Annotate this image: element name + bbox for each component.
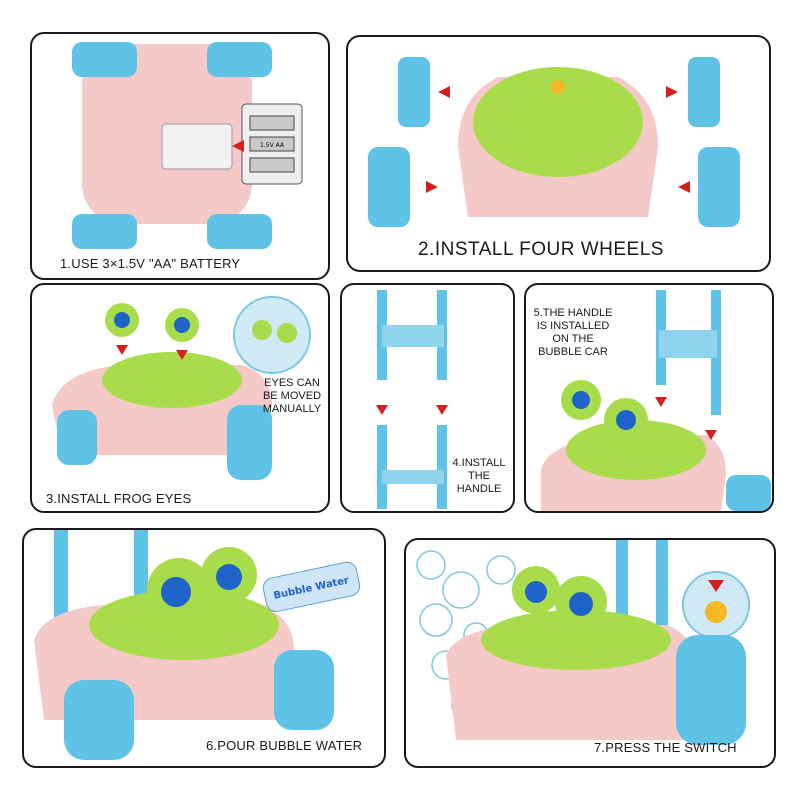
wheel-front [274, 650, 334, 730]
zoom-circle [233, 296, 311, 374]
frog-pupil-right [216, 564, 242, 590]
zoom-frog-eye [252, 320, 272, 340]
red-arrow-icon [376, 405, 388, 415]
step-5-caption-line: BUBBLE CAR [538, 346, 608, 358]
red-arrow-icon [436, 405, 448, 415]
switch-button [705, 601, 727, 623]
eyes-note-line: MANUALLY [262, 403, 322, 415]
battery-install-illustration: 1.5V AA [72, 42, 303, 249]
handle-bar-right [134, 530, 148, 600]
frog-top [102, 352, 242, 408]
step-2-caption: 2.INSTALL FOUR WHEELS [418, 239, 664, 260]
handle-crossbar [382, 325, 444, 347]
step-5-panel: 5.THE HANDLE IS INSTALLED ON THE BUBBLE … [524, 283, 774, 513]
red-arrow-icon [666, 86, 678, 98]
frog-pupil-left [525, 581, 547, 603]
handle-lower-left [377, 425, 387, 509]
frog-pupil-right [616, 410, 636, 430]
step-1-panel: 1.5V AA 1.USE 3×1.5V "AA" BATTERY [30, 32, 330, 280]
wheel-bottom-right [207, 214, 272, 249]
handle-on-car-illustration [541, 290, 771, 511]
red-arrow-icon [655, 397, 667, 407]
step-6-caption: 6.POUR BUBBLE WATER [206, 738, 363, 753]
frog-top [473, 67, 643, 177]
battery-cell-3 [249, 157, 295, 173]
handle-lower-right [437, 425, 447, 509]
bubble [442, 571, 480, 609]
press-switch-illustration [416, 540, 750, 745]
wheel-bottom-right [698, 147, 740, 227]
bubble [416, 550, 446, 580]
wheel-front [227, 405, 272, 480]
frog-pupil-left [114, 312, 130, 328]
battery-cell-2 [249, 136, 295, 152]
step-7-caption: 7.PRESS THE SWITCH [594, 740, 737, 755]
wheel-bottom-left [72, 214, 137, 249]
wheel-front [676, 635, 746, 745]
step-3-panel: EYES CAN BE MOVED MANUALLY 3.INSTALL FRO… [30, 283, 330, 513]
red-arrow-icon [116, 345, 128, 355]
wheel-top-left [398, 57, 430, 127]
wheel-bottom-left [368, 147, 410, 227]
step-4-panel: 4.INSTALL THE HANDLE [340, 283, 515, 513]
step-4-caption-line: THE [468, 470, 490, 482]
bubble [486, 555, 516, 585]
step-5-caption-line: ON THE [552, 333, 594, 345]
wheel-top-left [72, 42, 137, 77]
eyes-note-line: BE MOVED [262, 390, 322, 402]
step-4-caption: 4.INSTALL THE HANDLE [444, 457, 513, 496]
pour-bubble-water-illustration: Bubble Water [34, 530, 361, 760]
switch-button [551, 80, 565, 94]
battery-compartment [161, 123, 233, 170]
handle-install-illustration [376, 290, 448, 509]
battery-cell-1 [249, 115, 295, 131]
bubble [419, 603, 453, 637]
step-2-panel: 2.INSTALL FOUR WHEELS [346, 35, 771, 272]
red-arrow-icon [232, 140, 244, 152]
eyes-note: EYES CAN BE MOVED MANUALLY [257, 377, 327, 416]
wheels-install-illustration [368, 57, 740, 227]
wheel [726, 475, 771, 511]
frog-pupil-left [161, 577, 191, 607]
frog-pupil-left [572, 391, 590, 409]
frog-eyes-install-illustration [52, 296, 311, 480]
step-7-panel: 7.PRESS THE SWITCH [404, 538, 776, 768]
zoom-frog-eye [277, 323, 297, 343]
step-4-caption-line: HANDLE [456, 483, 502, 495]
frog-pupil-right [569, 592, 593, 616]
handle-bar-right [656, 540, 668, 630]
red-arrow-icon [426, 181, 438, 193]
step-4-caption-line: 4.INSTALL [452, 457, 506, 469]
step-5-caption-line: 5.THE HANDLE [533, 307, 613, 319]
red-arrow-icon [705, 430, 717, 440]
wheel-top-right [207, 42, 272, 77]
wheel-rear [64, 680, 134, 760]
red-arrow-icon [438, 86, 450, 98]
step-1-caption: 1.USE 3×1.5V "AA" BATTERY [60, 256, 241, 271]
step-5-caption: 5.THE HANDLE IS INSTALLED ON THE BUBBLE … [528, 307, 618, 359]
step-5-caption-line: IS INSTALLED [536, 320, 610, 332]
handle-bar-left [616, 540, 628, 630]
red-arrow-icon [708, 580, 724, 592]
step-6-panel: Bubble Water 6.POUR BUBBLE WATER [22, 528, 386, 768]
frog-top [566, 420, 706, 480]
handle-lower-crossbar [382, 470, 444, 484]
handle-crossbar [659, 330, 717, 358]
eyes-note-line: EYES CAN [264, 377, 320, 389]
step-3-caption: 3.INSTALL FROG EYES [46, 491, 192, 506]
frog-top [481, 610, 671, 670]
red-arrow-icon [678, 181, 690, 193]
bubble-bottle [262, 561, 361, 613]
wheel-top-right [688, 57, 720, 127]
red-arrow-icon [176, 350, 188, 360]
frog-pupil-right [174, 317, 190, 333]
battery-label-text: 1.5V AA [260, 142, 285, 149]
frog-top [89, 590, 279, 660]
wheel-rear [57, 410, 97, 465]
